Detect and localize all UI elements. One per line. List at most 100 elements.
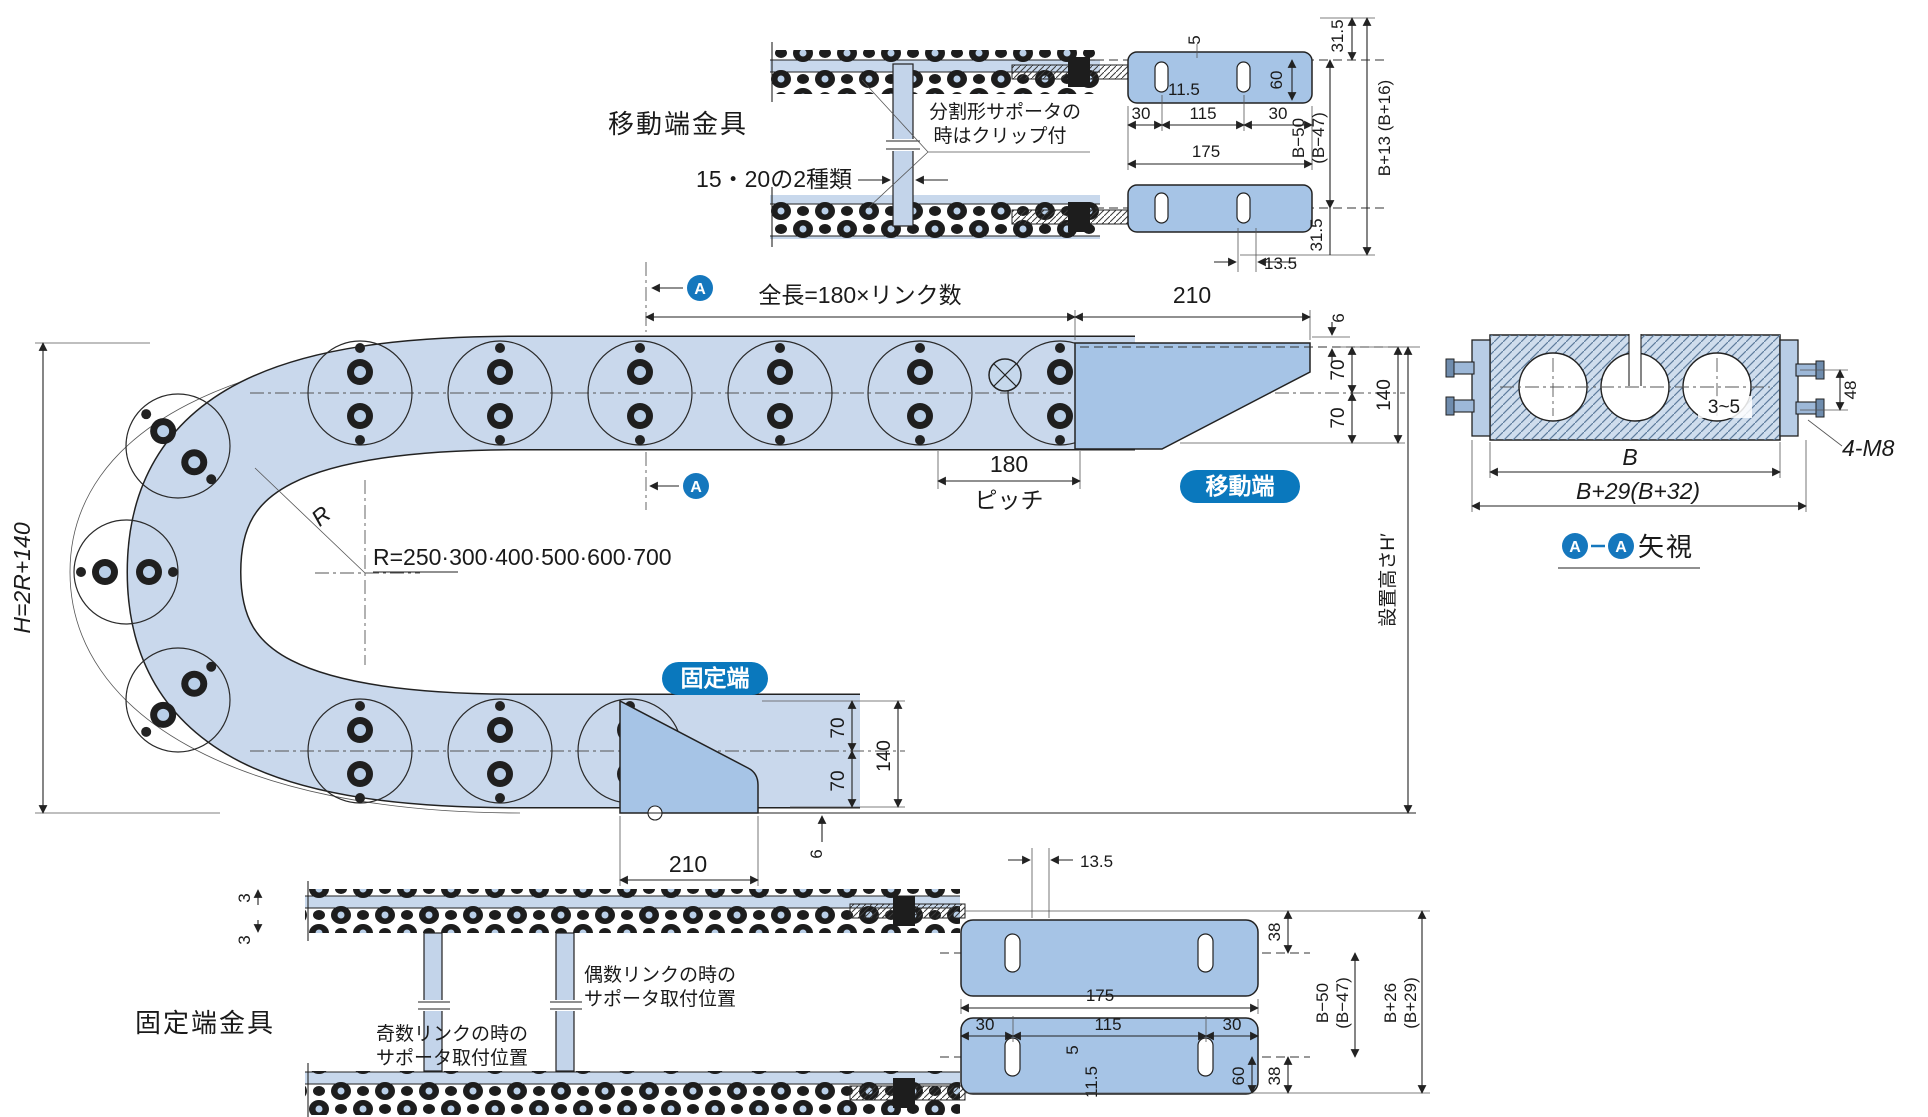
dim-b29-label: (B+29): [1401, 977, 1420, 1029]
radius-line: [254, 467, 366, 574]
dim-38-top-label: 38: [1265, 923, 1284, 942]
bolt-spec-label: 4-M8: [1842, 435, 1895, 461]
dim-5-label: 5: [1063, 1045, 1082, 1054]
dim-31-5-bot-label: 31.5: [1307, 218, 1326, 251]
dim-3-bot-label: 3: [235, 935, 254, 944]
moving-end-badge: [1180, 470, 1300, 503]
dim-3-5-label: 3~5: [1708, 397, 1740, 418]
dim-b50-label: B−50: [1289, 118, 1308, 158]
rod-nut-bottom: [1068, 202, 1090, 232]
dim-3-top-label: 3: [235, 893, 254, 902]
fixed-end-bracket: [619, 699, 759, 814]
dim-30l-label: 30: [976, 1015, 995, 1034]
mount-plate-top: [1127, 51, 1313, 104]
dim-210-bottom-label: 210: [669, 851, 707, 877]
dim-175-label: 175: [1192, 142, 1220, 161]
dim-70a-label: 70: [1328, 359, 1349, 380]
dim-48-label: 48: [1841, 381, 1860, 400]
fixed-end-fitting-detail: 固定端金具 3 3 偶数リンクの時の サポータ取付位置 奇数リンクの時の サポー…: [135, 848, 1430, 1117]
bar-break: [888, 139, 918, 151]
slot: [1236, 61, 1251, 93]
section-aa-view: 3~5 48 4-M8 B B+29(B+32) A A 矢視: [1445, 334, 1895, 569]
even-link-note-line1: 偶数リンクの時の: [584, 964, 736, 986]
view-marker-a2-label: A: [1615, 539, 1627, 556]
bolt-right-lower: [1795, 398, 1825, 418]
section-marker-a-upper: [687, 275, 713, 301]
section-marker-a-lower-label: A: [690, 479, 702, 496]
side-plate-right: [1779, 339, 1799, 437]
radius-letter: R: [306, 501, 335, 532]
support-note-line2: 時はクリップ付: [933, 125, 1066, 147]
dim-b50-label: B−50: [1313, 983, 1332, 1023]
dim-11-5-label: 11.5: [1168, 80, 1200, 99]
dim-70c-label: 70: [828, 717, 849, 738]
dim-b13-label: B+13 (B+16): [1375, 80, 1394, 176]
dim-31-5-top-label: 31.5: [1328, 19, 1347, 52]
moving-end-bracket: [1074, 342, 1311, 450]
dim-140-label: 140: [1374, 379, 1395, 411]
rod-nut-bottom: [893, 1078, 915, 1108]
dim-6-top-label: 6: [1329, 313, 1348, 322]
side-plate-left: [1471, 339, 1491, 437]
dim-13-5-label: 13.5: [1264, 254, 1297, 273]
dim-b47-label: (B−47): [1333, 977, 1352, 1029]
slot: [1154, 192, 1169, 224]
install-height-label: 設置高さH′: [1377, 533, 1399, 627]
leader: [861, 79, 929, 153]
dim-70b-label: 70: [1328, 407, 1349, 428]
dim-6-bot-label: 6: [807, 849, 826, 858]
view-label: 矢視: [1638, 532, 1694, 562]
dim-210-top-label: 210: [1173, 282, 1211, 308]
height-label: H=2R+140: [9, 522, 35, 633]
dim-140b-label: 140: [874, 740, 895, 772]
break-gap: [1629, 334, 1641, 386]
overall-length-label: 全長=180×リンク数: [758, 282, 961, 308]
moving-end-badge-label: 移動端: [1206, 473, 1275, 499]
slot: [1197, 1037, 1214, 1077]
even-link-note-line2: サポータ取付位置: [584, 988, 736, 1010]
slot: [1236, 192, 1251, 224]
slot: [1004, 933, 1021, 973]
mount-plate-bottom: [1127, 184, 1313, 233]
dim-30l-label: 30: [1132, 104, 1151, 123]
dim-70d-label: 70: [828, 770, 849, 791]
pitch-label: ピッチ: [975, 487, 1044, 513]
dim-b26-label: B+26: [1381, 983, 1400, 1023]
dim-115-label: 115: [1189, 104, 1216, 123]
dim-60-label: 60: [1229, 1067, 1248, 1086]
view-marker-a1: [1562, 533, 1588, 559]
dim-38-bot-label: 38: [1265, 1067, 1284, 1086]
section-marker-a-upper-label: A: [694, 281, 706, 298]
dim-5-label: 5: [1185, 35, 1204, 44]
rod-nut-top: [1068, 57, 1090, 87]
leader: [1807, 419, 1843, 447]
moving-end-fitting-title: 移動端金具: [608, 109, 748, 139]
pitch-value: 180: [990, 451, 1028, 477]
bolt-left-upper: [1445, 358, 1475, 378]
dim-b47-label: (B−47): [1309, 112, 1328, 164]
view-marker-a2: [1608, 533, 1634, 559]
dim-60-label: 60: [1267, 71, 1286, 90]
leader: [867, 151, 929, 209]
support-note-line1: 分割形サポータの: [929, 101, 1081, 123]
dim-175-label: 175: [1086, 986, 1114, 1005]
slot: [1004, 1037, 1021, 1077]
slot: [1197, 933, 1214, 973]
bar-breaks: [418, 1000, 582, 1011]
dim-30r-label: 30: [1269, 104, 1288, 123]
label-backing: [1698, 396, 1752, 418]
bolt-left-lower: [1445, 396, 1475, 416]
view-marker-a1-label: A: [1569, 539, 1581, 556]
moving-end-fitting-detail: 移動端金具 15・20の2種類 分割形サポータの 時はクリップ付 5 11.5 …: [608, 17, 1394, 273]
variants-label: 15・20の2種類: [696, 166, 852, 192]
dim-13-5-label: 13.5: [1080, 852, 1113, 871]
section-marker-a-lower: [683, 473, 709, 499]
chain-band: [127, 337, 1135, 807]
rod-nut-top: [893, 896, 915, 926]
dim-b-label: B: [1622, 444, 1637, 470]
dim-115-label: 115: [1094, 1015, 1121, 1034]
odd-link-note-line2: サポータ取付位置: [376, 1047, 528, 1069]
radius-values: R=250·300·400·500·600·700: [373, 544, 672, 570]
fixed-end-badge-label: 固定端: [681, 665, 750, 691]
